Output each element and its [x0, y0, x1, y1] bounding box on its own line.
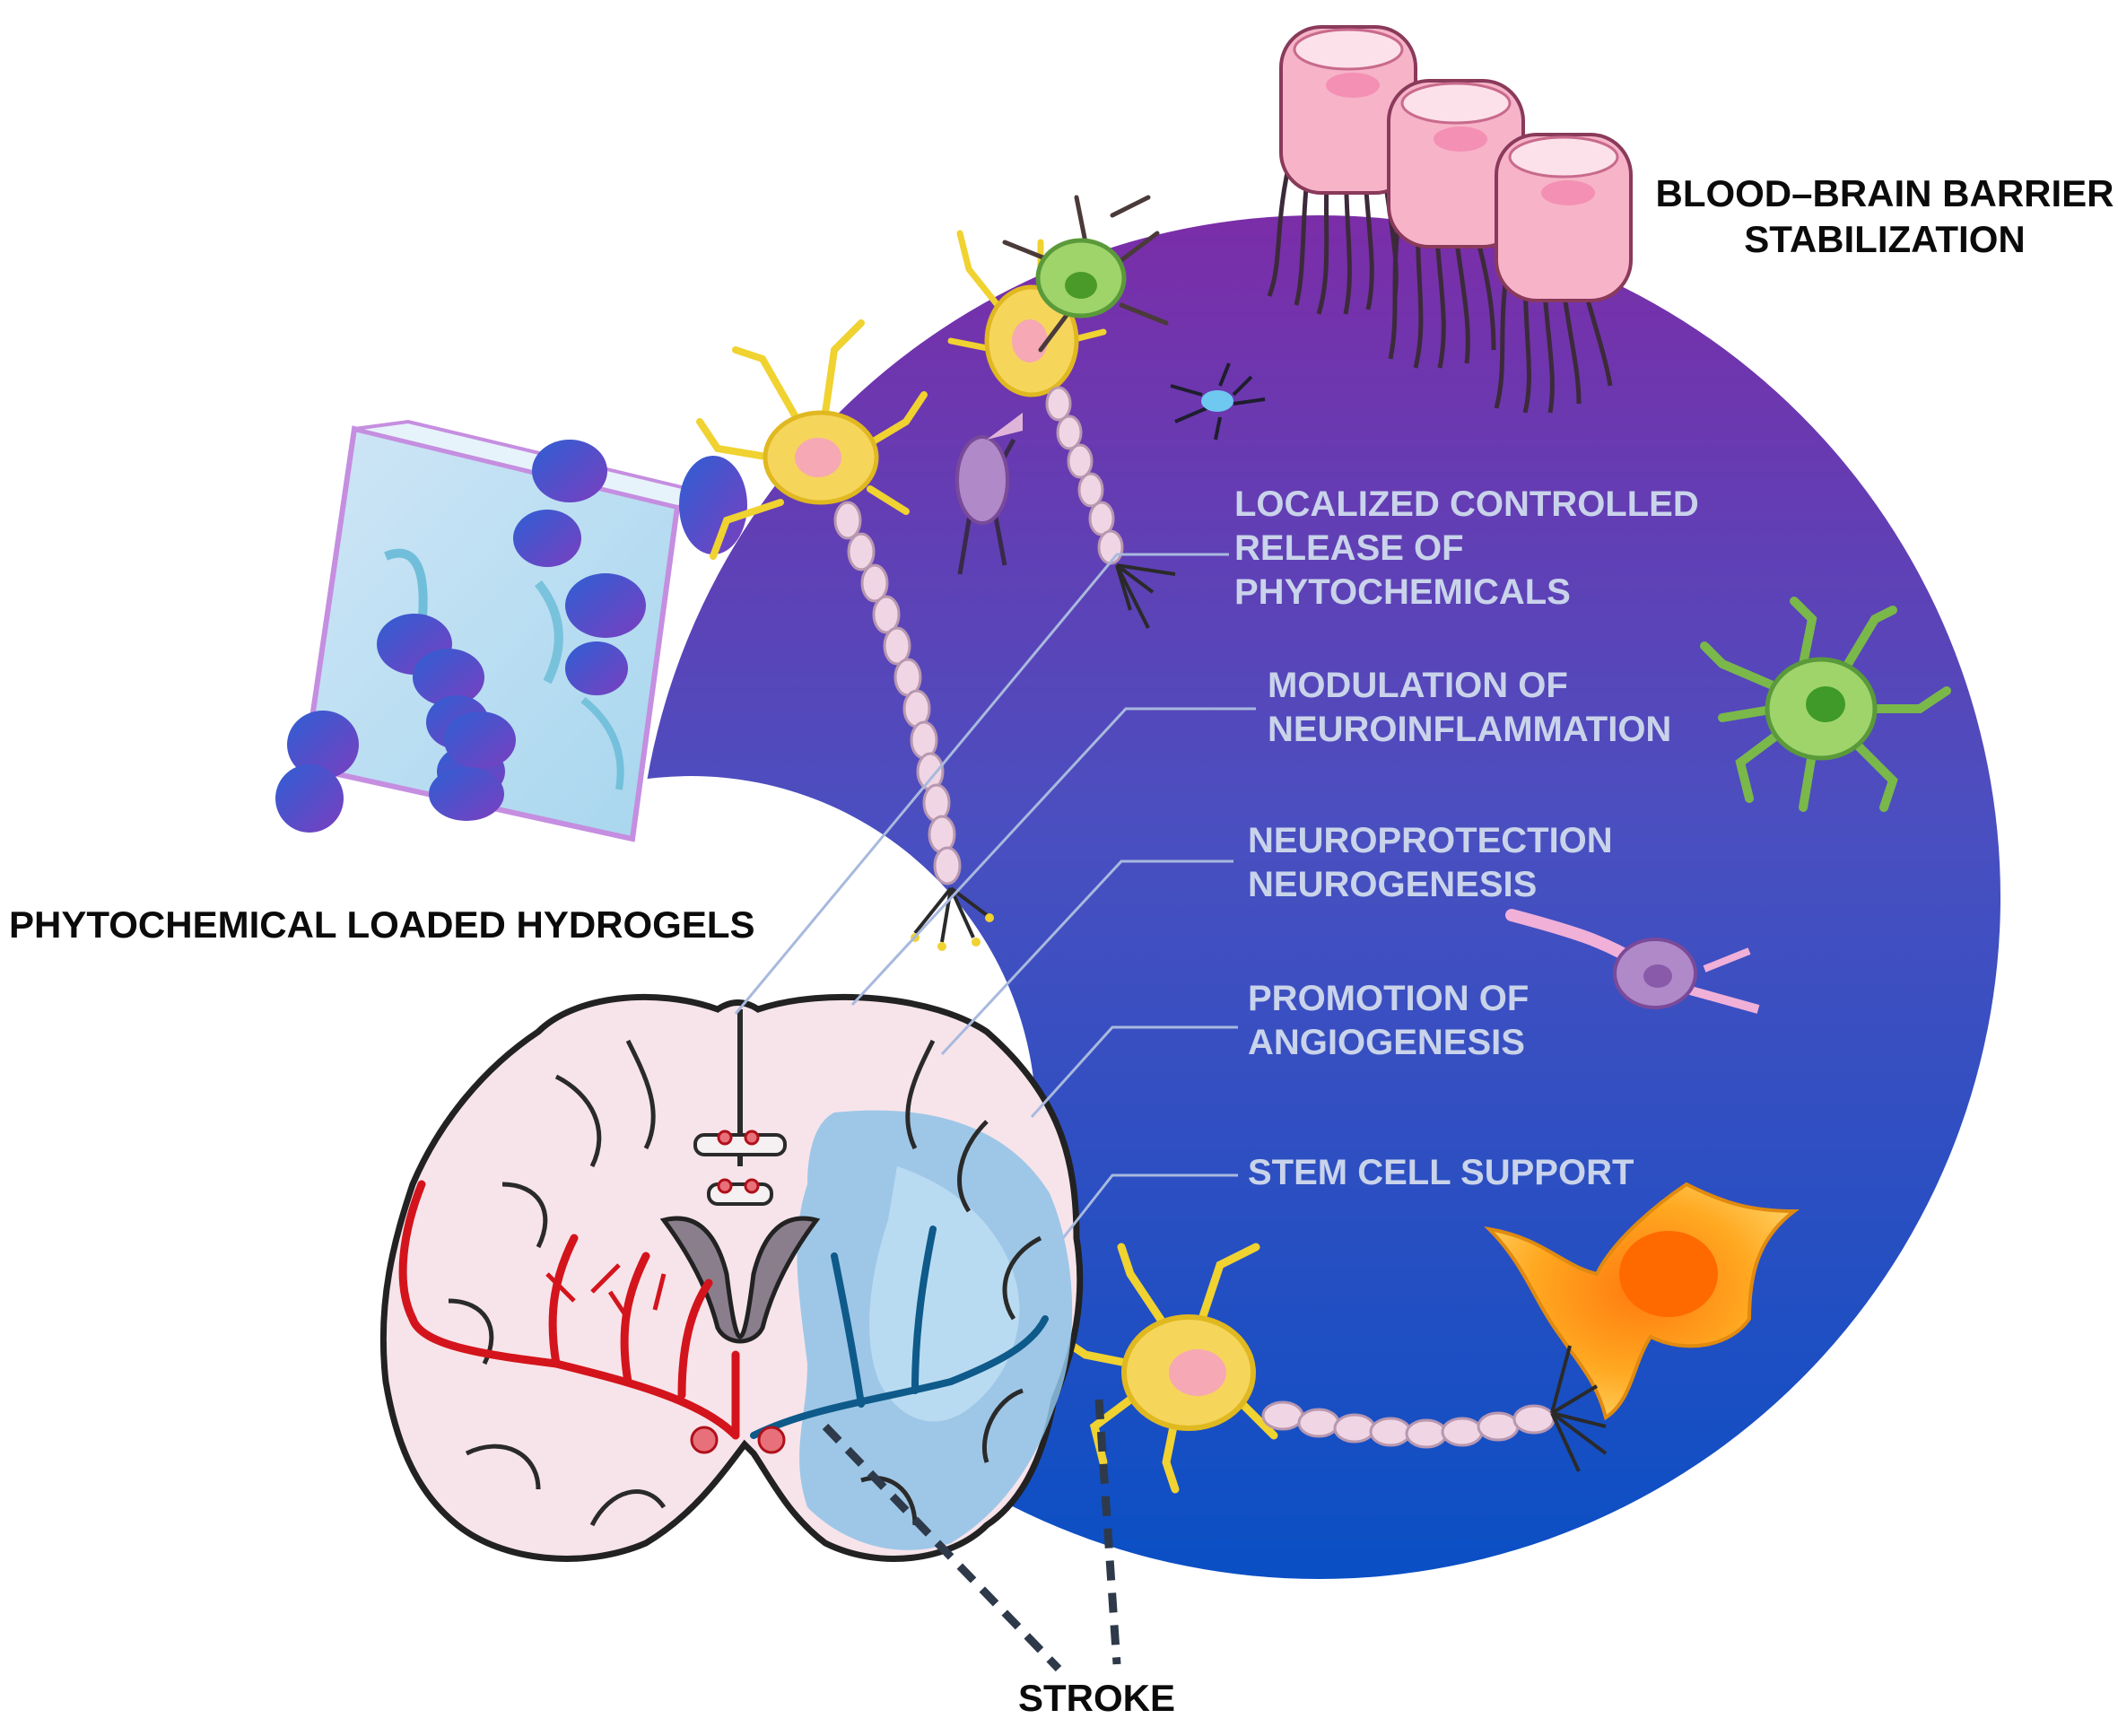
hydrogel-label: PHYTOCHEMICAL LOADED HYDROGELS — [9, 903, 755, 946]
neuron-icon — [955, 413, 1023, 575]
label-line: PROMOTION OF — [1248, 979, 1530, 1018]
label-line: STABILIZATION — [1744, 218, 2026, 261]
endothelial-cells-icon — [1267, 25, 1633, 414]
effect-label-neuroinflammation: MODULATION OF NEUROINFLAMMATION — [1268, 664, 1671, 752]
blood-brain-barrier-label: BLOOD–BRAIN BARRIER STABILIZATION — [1652, 170, 2118, 262]
neuron-icon — [696, 319, 994, 951]
label-line: RELEASE OF — [1234, 528, 1464, 568]
connector-lines — [734, 553, 1256, 1239]
stem-cell-icon — [1484, 1182, 1800, 1421]
label-line: BLOOD–BRAIN BARRIER — [1655, 172, 2114, 214]
microglia-icon — [1170, 362, 1266, 441]
microglia-icon — [1002, 195, 1169, 353]
oligodendrocyte-icon — [1505, 909, 1760, 1014]
label-line: NEUROPROTECTION — [1248, 821, 1613, 860]
effect-label-stem-cell: STEM CELL SUPPORT — [1248, 1151, 1634, 1195]
neuron-icon — [1054, 1243, 1608, 1494]
neuron-icon — [947, 230, 1176, 629]
label-line: STEM CELL SUPPORT — [1248, 1153, 1634, 1192]
label-line: LOCALIZED CONTROLLED — [1234, 484, 1699, 524]
label-line: PHYTOCHEMICALS — [1234, 571, 1571, 612]
effect-label-angiogenesis: PROMOTION OF ANGIOGENESIS — [1248, 977, 1529, 1065]
effect-label-release: LOCALIZED CONTROLLED RELEASE OF PHYTOCHE… — [1234, 483, 1699, 614]
stroke-pointer — [822, 1399, 1121, 1672]
label-line: MODULATION OF — [1268, 666, 1568, 705]
astrocyte-icon — [1700, 597, 1951, 812]
hydrogel-cube-icon — [275, 419, 747, 842]
label-line: NEUROINFLAMMATION — [1268, 709, 1672, 749]
label-line: ANGIOGENESIS — [1248, 1022, 1525, 1062]
label-line: NEUROGENESIS — [1248, 864, 1538, 904]
stroke-label: STROKE — [1018, 1677, 1176, 1719]
effect-label-neuroprotection: NEUROPROTECTION NEUROGENESIS — [1248, 819, 1613, 907]
brain-coronal-section-icon — [379, 993, 1084, 1562]
